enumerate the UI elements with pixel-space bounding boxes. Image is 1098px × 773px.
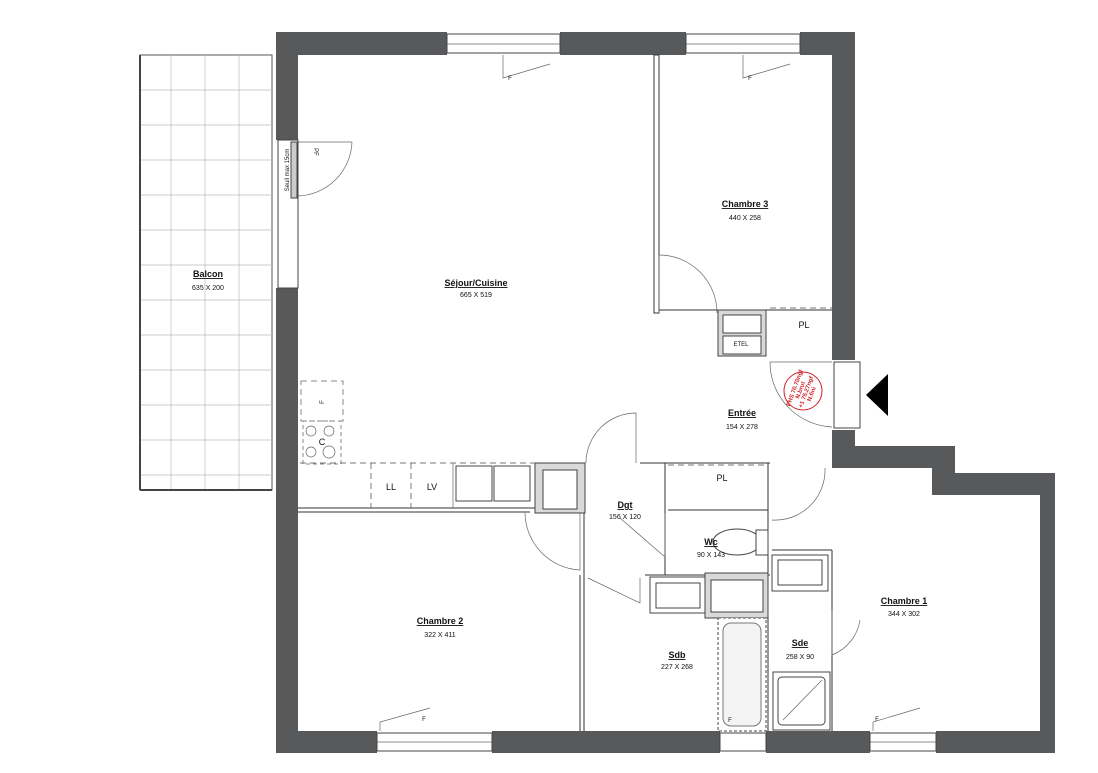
seuil-label: Seuil max 15cm — [285, 149, 291, 192]
room-name-chambre1: Chambre 1 — [881, 596, 928, 606]
room-dims-balcon: 635 X 200 — [192, 285, 224, 292]
window-label: F — [728, 718, 732, 724]
lv-label: LV — [427, 482, 437, 492]
fridge-label: F — [320, 400, 326, 404]
etel-label: ETEL — [733, 342, 749, 348]
exterior-walls — [276, 32, 1055, 753]
room-name-dgt: Dgt — [618, 500, 633, 510]
fixture-labels: PL PL ETEL LL LV F C PF Seuil max 15cm F… — [285, 76, 879, 724]
room-name-entree: Entrée — [728, 408, 756, 418]
room-dims-dgt: 156 X 120 — [609, 514, 641, 521]
doors — [524, 254, 888, 656]
room-labels: Balcon 635 X 200 Séjour/Cuisine 665 X 51… — [192, 199, 927, 671]
room-name-wc: Wc — [704, 537, 718, 547]
room-name-sdb: Sdb — [669, 650, 687, 660]
room-dims-sde: 258 X 90 — [786, 654, 814, 661]
level-stamp: PHS 70.70ngf N.brut +1 75.27ngf N.fini — [783, 368, 823, 411]
window-label: F — [422, 717, 426, 723]
pf-label: PF — [312, 148, 318, 156]
window-label: F — [508, 76, 512, 82]
room-name-chambre3: Chambre 3 — [722, 199, 769, 209]
balcony — [139, 54, 273, 491]
room-dims-chambre2: 322 X 411 — [424, 632, 456, 639]
window-label: F — [748, 76, 752, 82]
stamp-line-4: N.fini — [807, 386, 818, 402]
room-dims-sdb: 227 X 268 — [661, 664, 693, 671]
room-dims-chambre3: 440 X 258 — [729, 215, 761, 222]
placard-label: PL — [716, 473, 727, 483]
room-dims-chambre1: 344 X 302 — [888, 611, 920, 618]
ll-label: LL — [386, 482, 396, 492]
cooktop-label: C — [319, 437, 326, 447]
room-name-balcon: Balcon — [193, 269, 223, 279]
window-label: F — [875, 717, 879, 723]
stamp-line-2: N.brut — [795, 381, 807, 400]
room-dims-entree: 154 X 278 — [726, 424, 758, 431]
bathroom-fixtures — [649, 309, 831, 732]
room-name-chambre2: Chambre 2 — [417, 616, 464, 626]
entrance-arrow-icon — [866, 374, 888, 416]
room-dims-sejour: 665 X 519 — [460, 292, 492, 299]
room-name-sejour: Séjour/Cuisine — [444, 278, 507, 288]
room-dims-wc: 90 X 143 — [697, 552, 725, 559]
placard-label: PL — [798, 320, 809, 330]
room-name-sde: Sde — [792, 638, 809, 648]
windows — [277, 33, 937, 752]
kitchen-fixtures — [300, 380, 535, 508]
